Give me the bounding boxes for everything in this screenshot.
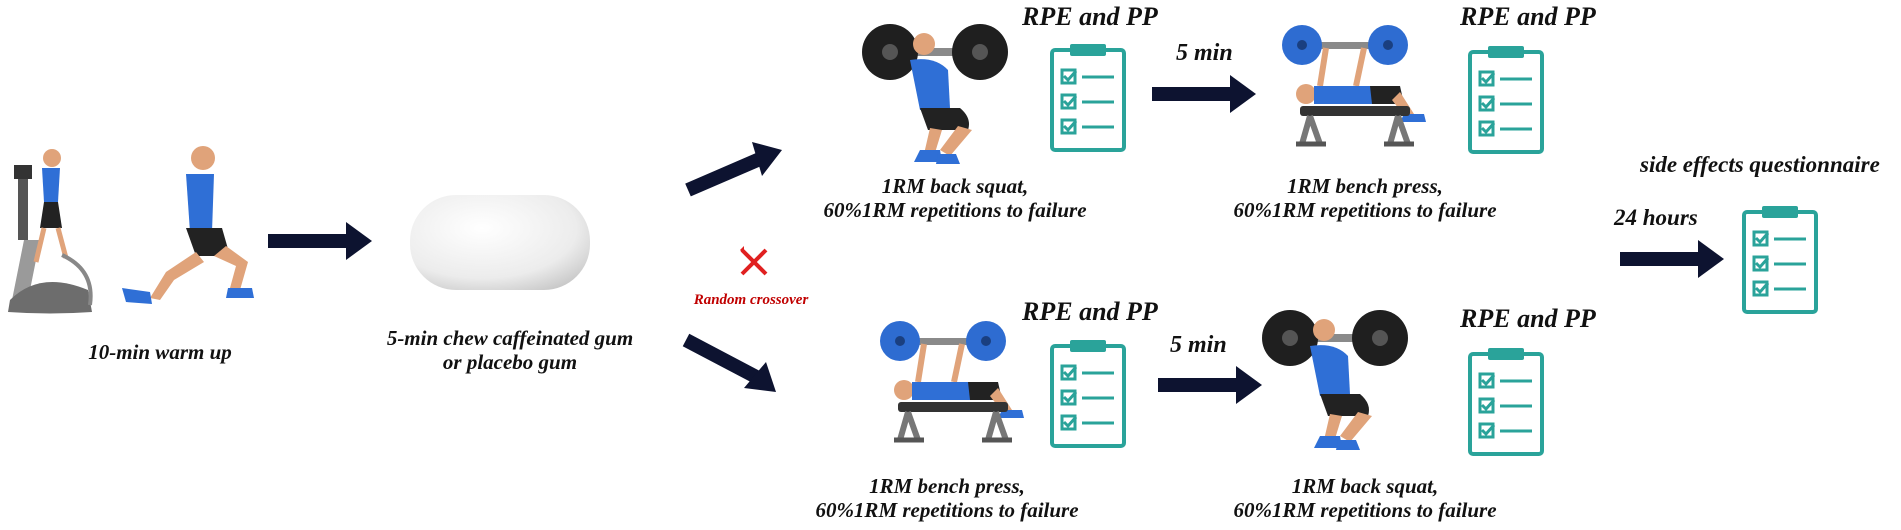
checklist-icon (1050, 42, 1126, 152)
bench-press-icon (880, 321, 1024, 440)
rpe-pp-label-top-2: RPE and PP (1460, 2, 1596, 31)
five-min-label-bottom: 5 min (1170, 332, 1227, 358)
checklist-icon (1742, 204, 1818, 314)
bottom-squat-label: 1RM back squat, 60%1RM repetitions to fa… (1233, 474, 1497, 522)
rpe-pp-label-bottom-2: RPE and PP (1460, 304, 1596, 333)
checklist-icon (1468, 346, 1544, 456)
checklist-icon (1050, 338, 1126, 448)
rpe-pp-label-top-1: RPE and PP (1022, 2, 1158, 31)
arrow-to-top-branch (685, 142, 782, 197)
lunge-icon (122, 146, 254, 304)
rpe-pp-label-bottom-1: RPE and PP (1022, 297, 1158, 326)
gum-icon (410, 195, 590, 290)
gum-label: 5-min chew caffeinated gum or placebo gu… (386, 326, 634, 374)
top-squat-label: 1RM back squat, 60%1RM repetitions to fa… (823, 174, 1087, 222)
bench-press-icon (1282, 25, 1426, 144)
arrow-bottom-5min (1158, 366, 1262, 404)
side-effects-label: side effects questionnaire (1640, 152, 1880, 177)
cross-icon (740, 246, 768, 276)
random-crossover-label: Random crossover (693, 292, 809, 308)
arrow-to-questionnaire (1620, 240, 1724, 278)
warmup-label: 10-min warm up (88, 340, 232, 364)
top-bench-label: 1RM bench press, 60%1RM repetitions to f… (1233, 174, 1497, 222)
stair-climber-icon (8, 149, 93, 314)
squat-icon (862, 24, 1008, 164)
hours-label: 24 hours (1614, 205, 1698, 230)
squat-icon (1262, 310, 1408, 450)
checklist-icon (1468, 44, 1544, 154)
arrow-to-bottom-branch (682, 333, 776, 392)
five-min-label-top: 5 min (1176, 40, 1233, 66)
arrow-top-5min (1152, 75, 1256, 113)
arrow-warmup-to-gum (268, 222, 372, 260)
bottom-bench-label: 1RM bench press, 60%1RM repetitions to f… (815, 474, 1079, 522)
